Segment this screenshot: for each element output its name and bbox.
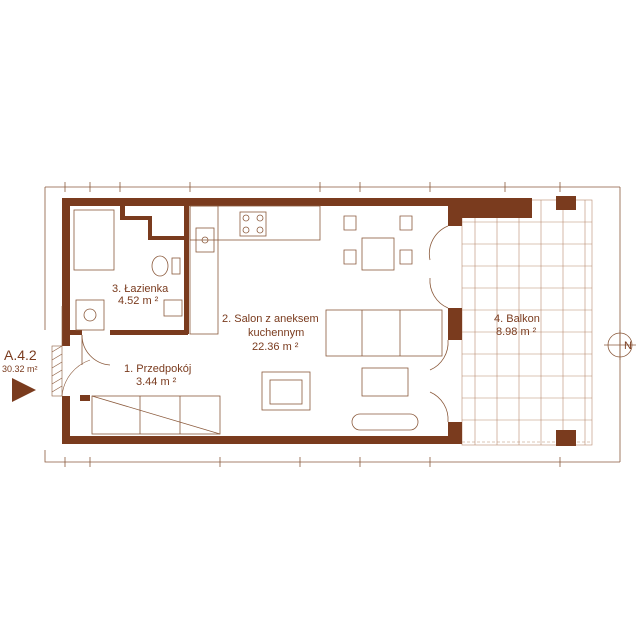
wardrobe bbox=[91, 395, 221, 435]
entrance-arrow-icon bbox=[12, 378, 36, 402]
room-salon-area: 22.36 m ² bbox=[252, 341, 299, 353]
armchair bbox=[261, 371, 311, 411]
walls bbox=[62, 196, 576, 446]
entrance-hatch bbox=[51, 306, 91, 397]
unit-area: 30.32 m² bbox=[2, 364, 38, 374]
compass-letter: N bbox=[624, 340, 632, 352]
sofa bbox=[325, 309, 443, 431]
dining-set bbox=[343, 215, 413, 271]
room-salon-name-line1: 2. Salon z aneksem bbox=[222, 313, 319, 325]
unit-code: A.4.2 bbox=[4, 347, 37, 363]
room-przedpokoj-area: 3.44 m ² bbox=[136, 376, 177, 388]
room-balkon-area: 8.98 m ² bbox=[496, 326, 537, 338]
doors bbox=[81, 225, 449, 423]
compass-icon bbox=[604, 330, 636, 360]
room-salon-name-line2: kuchennym bbox=[248, 327, 304, 339]
room-lazienka-name: 3. Łazienka bbox=[112, 283, 169, 295]
room-balkon-name: 4. Balkon bbox=[494, 313, 540, 325]
boundary-lines bbox=[44, 182, 621, 467]
kitchen bbox=[189, 205, 321, 335]
room-lazienka-area: 4.52 m ² bbox=[118, 295, 159, 307]
room-przedpokoj-name: 1. Przedpokój bbox=[124, 363, 191, 375]
bathroom-fixtures bbox=[73, 209, 183, 331]
